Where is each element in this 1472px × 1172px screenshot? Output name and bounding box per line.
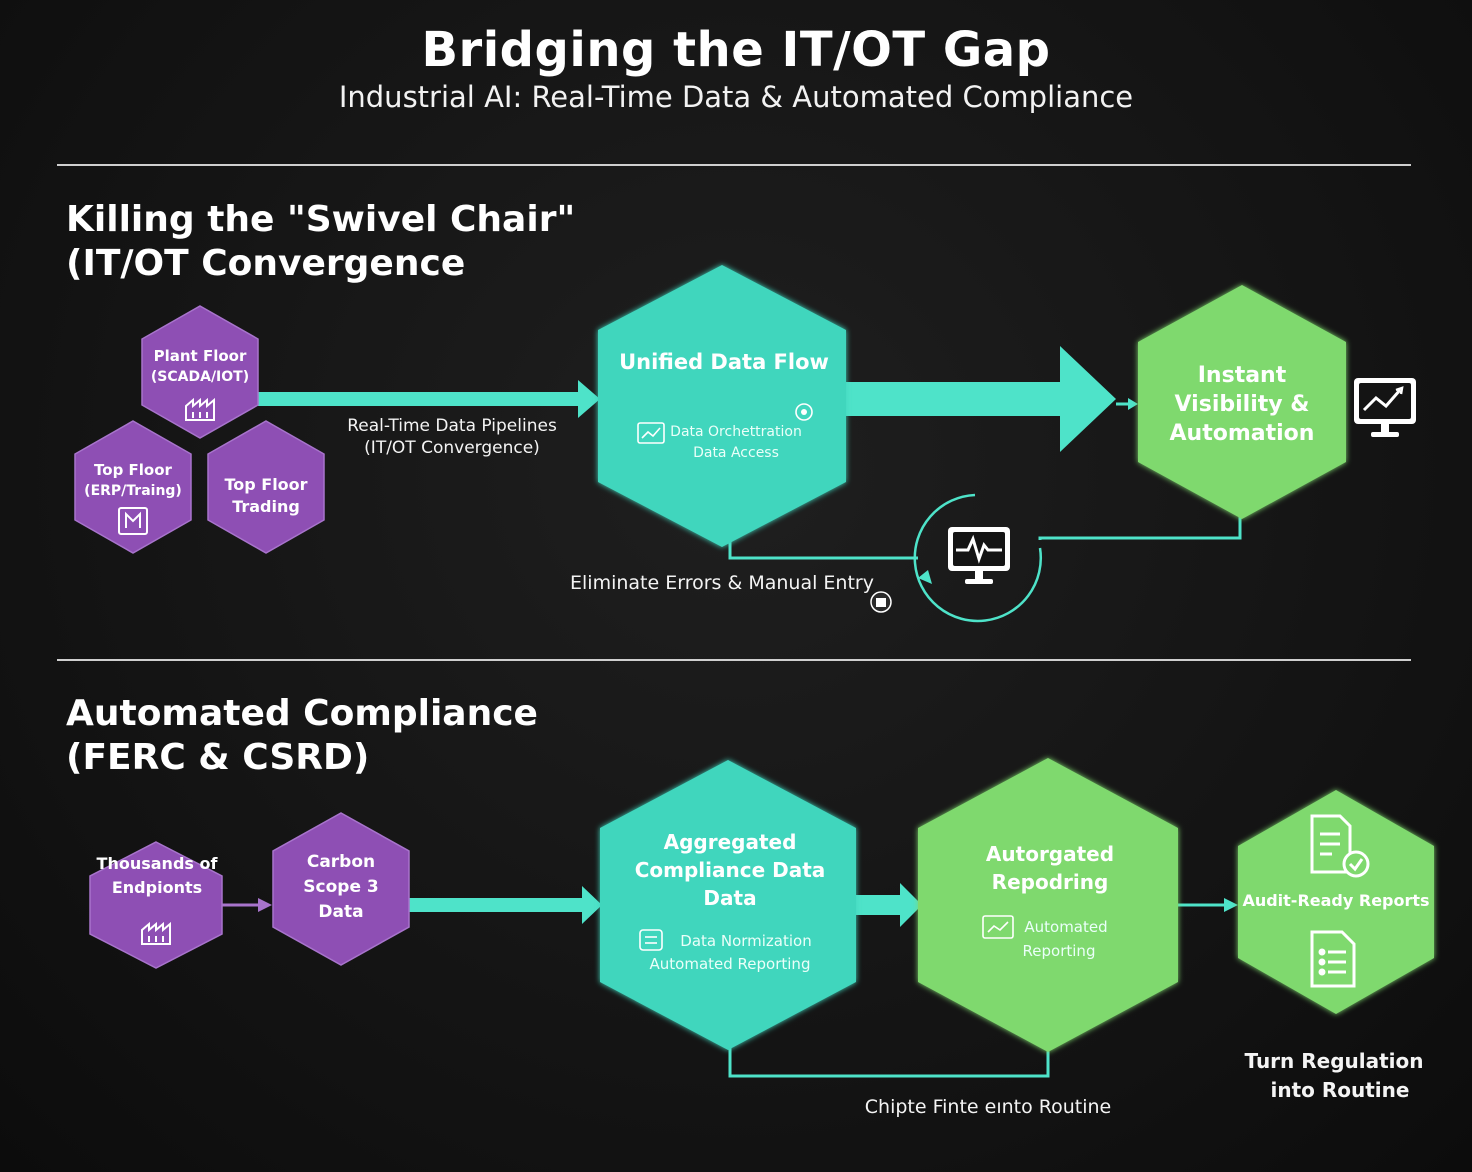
endpoints-label: Thousands of Endpionts	[97, 852, 218, 900]
pipeline-arrow-shaft	[258, 392, 580, 406]
carbon-line2: Scope 3	[303, 877, 379, 897]
carbon-line1: Carbon	[306, 852, 376, 872]
autorgated-sub-line1: Automated	[1024, 918, 1108, 936]
big-arrow-joint	[1022, 382, 1062, 416]
agg-arrow-head	[900, 883, 922, 927]
autorgated-sub: Automated Reporting	[1023, 915, 1108, 963]
hex-top-floor-trading	[207, 420, 325, 554]
section1-title-line1: Killing the "Swivel Chair"	[66, 199, 576, 240]
section2-title: Automated Compliance (FERC & CSRD)	[66, 692, 538, 780]
hex-autorgated-reporting	[918, 758, 1178, 1052]
divider-top	[57, 164, 1411, 166]
section1-title: Killing the "Swivel Chair" (IT/OT Conver…	[66, 198, 575, 286]
report-list-icon	[1310, 930, 1356, 988]
autorgated-sub-line2: Reporting	[1022, 942, 1096, 960]
top-floor-erp-line2: (ERP/Traing)	[84, 483, 182, 499]
endpoints-line1: Thousands of	[96, 854, 218, 873]
section1-connectors	[258, 346, 1242, 623]
endpoints-line2: Endpionts	[111, 878, 203, 897]
divider-middle	[57, 659, 1411, 661]
clipboard-icon	[870, 591, 892, 613]
unified-sub-line1: Data Orchettration	[670, 424, 802, 440]
bottom-loop-line	[728, 1046, 1050, 1078]
aggregated-line2: Compliance Data	[634, 858, 826, 882]
plant-floor-line2: (SCADA/IOT)	[150, 369, 250, 385]
factory-icon	[185, 397, 215, 421]
carbon-line3: Data	[318, 902, 364, 922]
refresh-arrow-icon	[913, 493, 1042, 623]
section2-title-line1: Automated Compliance	[66, 693, 538, 734]
big-arrow-head	[1060, 346, 1116, 452]
audit-connector-head	[1224, 898, 1238, 912]
top-floor-erp-line1: Top Floor	[94, 461, 172, 479]
top-floor-trading-line1: Top Floor	[224, 475, 308, 494]
autorgated-line1: Autorgated	[985, 842, 1115, 866]
aggregated-label: Aggregated Compliance Data Data	[635, 828, 826, 912]
carbon-arrow-shaft	[408, 898, 584, 912]
database-icon	[639, 929, 663, 951]
feedback-line-right	[1038, 500, 1242, 540]
hex-unified-data-flow	[598, 265, 846, 547]
purple-connector-head	[258, 898, 272, 912]
page-subtitle: Industrial AI: Real-Time Data & Automate…	[338, 80, 1134, 114]
pipeline-label: Real-Time Data Pipelines (IT/OT Converge…	[347, 415, 557, 459]
section2-connectors	[222, 883, 1238, 1078]
monitor-pulse-icon	[948, 527, 1010, 584]
pipeline-label-line2: (IT/OT Convergence)	[364, 438, 540, 458]
autorgated-line2: Repodring	[991, 870, 1109, 894]
gear-icon	[795, 403, 813, 421]
carbon-label: Carbon Scope 3 Data	[303, 850, 378, 925]
turn-regulation-label: Turn Regulation into Routine	[1244, 1047, 1423, 1105]
aggregated-sub: Data Normization Automated Reporting	[650, 930, 812, 976]
section1-title-line2: (IT/OT Convergence	[66, 243, 466, 284]
top-floor-trading-label: Top Floor Trading	[224, 474, 307, 518]
factory-icon	[141, 921, 171, 945]
aggregated-line1: Aggregated	[663, 830, 797, 854]
section2-title-line2: (FERC & CSRD)	[66, 737, 370, 778]
aggregated-sub-line1: Data Normization	[680, 932, 812, 950]
hex-plant-floor	[141, 305, 259, 439]
aggregated-line3: Data	[703, 886, 757, 910]
instant-label: Instant Visibility & Automation	[1170, 361, 1315, 448]
big-arrow-shaft	[845, 382, 1025, 416]
chart-icon	[982, 915, 1014, 939]
hex-aggregated-compliance	[600, 760, 856, 1050]
pipeline-arrow-head	[578, 380, 600, 418]
unified-title: Unified Data Flow	[619, 350, 829, 374]
unified-sub: Data Orchettration Data Access	[670, 422, 802, 464]
chart-icon	[637, 422, 665, 444]
instant-line1: Instant	[1197, 363, 1287, 388]
instant-line3: Automation	[1169, 421, 1315, 446]
turn-label-line1: Turn Regulation	[1244, 1049, 1424, 1073]
monitor-chart-icon	[1354, 378, 1416, 437]
feedback-label: Eliminate Errors & Manual Entry	[570, 572, 874, 594]
hex-thousands-endpoints	[89, 841, 223, 969]
pipeline-label-line1: Real-Time Data Pipelines	[347, 416, 557, 436]
aggregated-sub-line2: Automated Reporting	[649, 955, 811, 973]
turn-label-line2: into Routine	[1270, 1078, 1410, 1102]
top-floor-trading-line2: Trading	[232, 497, 300, 516]
plant-floor-label: Plant Floor (SCADA/IOT)	[151, 346, 249, 388]
hex-audit-ready	[1238, 790, 1434, 1014]
audit-label: Audit-Ready Reports	[1242, 891, 1430, 910]
plant-floor-line1: Plant Floor	[153, 347, 247, 365]
top-floor-erp-label: Top Floor (ERP/Traing)	[84, 460, 182, 502]
refresh-arrow-head	[918, 570, 932, 584]
instant-line2: Visibility &	[1174, 392, 1310, 417]
hex-top-floor-erp	[74, 420, 192, 554]
instant-connector-head	[1128, 398, 1138, 410]
report-check-icon	[1310, 814, 1370, 878]
hex-carbon-scope	[272, 812, 410, 966]
hex-instant-visibility	[1138, 285, 1346, 519]
autorgated-label: Autorgated Repodring	[986, 840, 1114, 896]
agg-arrow-shaft	[854, 895, 904, 915]
feedback-line-left	[728, 538, 918, 560]
bottom-loop-label: Chipte Finte eınto Routine	[864, 1096, 1112, 1118]
unified-sub-line2: Data Access	[693, 445, 779, 461]
carbon-arrow-head	[582, 886, 602, 924]
page-title: Bridging the IT/OT Gap	[421, 22, 1051, 78]
document-icon	[118, 507, 148, 535]
